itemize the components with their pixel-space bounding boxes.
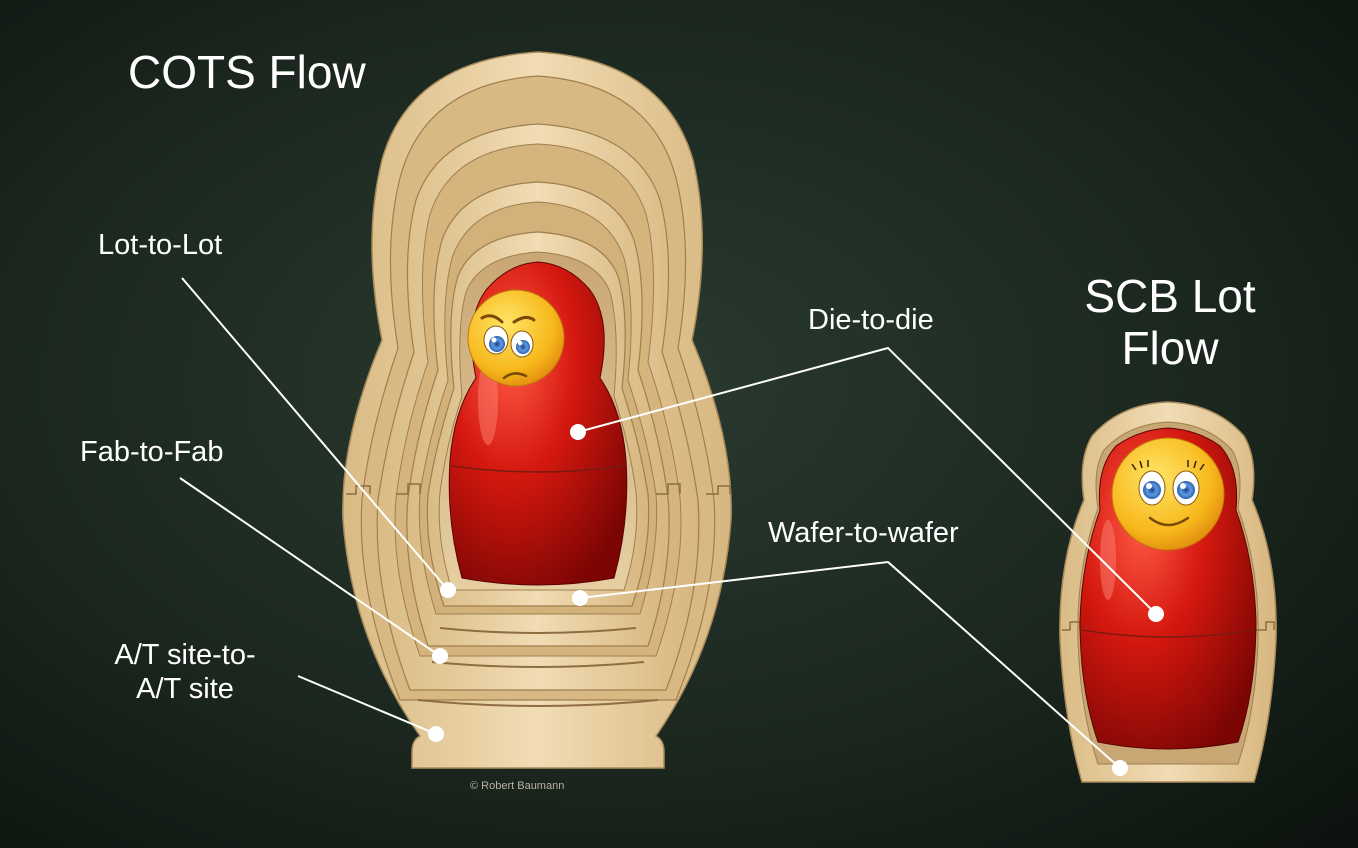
label-at-site-line2: A/T site [70, 672, 300, 706]
title-scb-lot-flow: SCB Lot Flow [1050, 270, 1290, 374]
scb-doll-cutaway [1060, 402, 1276, 782]
label-die-to-die: Die-to-die [808, 303, 934, 337]
title-scb-line2: Flow [1050, 322, 1290, 374]
title-scb-line1: SCB Lot [1050, 270, 1290, 322]
copyright-credit: © Robert Baumann [470, 780, 564, 792]
label-at-site: A/T site-to- A/T site [70, 638, 300, 706]
label-wafer-to-wafer: Wafer-to-wafer [768, 516, 959, 550]
cots-doll-cutaway [343, 52, 731, 768]
label-fab-to-fab: Fab-to-Fab [80, 435, 223, 469]
sad-face-emoji [468, 290, 564, 386]
title-cots-flow: COTS Flow [128, 46, 366, 98]
happy-face-emoji [1112, 438, 1224, 550]
label-lot-to-lot: Lot-to-Lot [98, 228, 222, 262]
label-at-site-line1: A/T site-to- [70, 638, 300, 672]
